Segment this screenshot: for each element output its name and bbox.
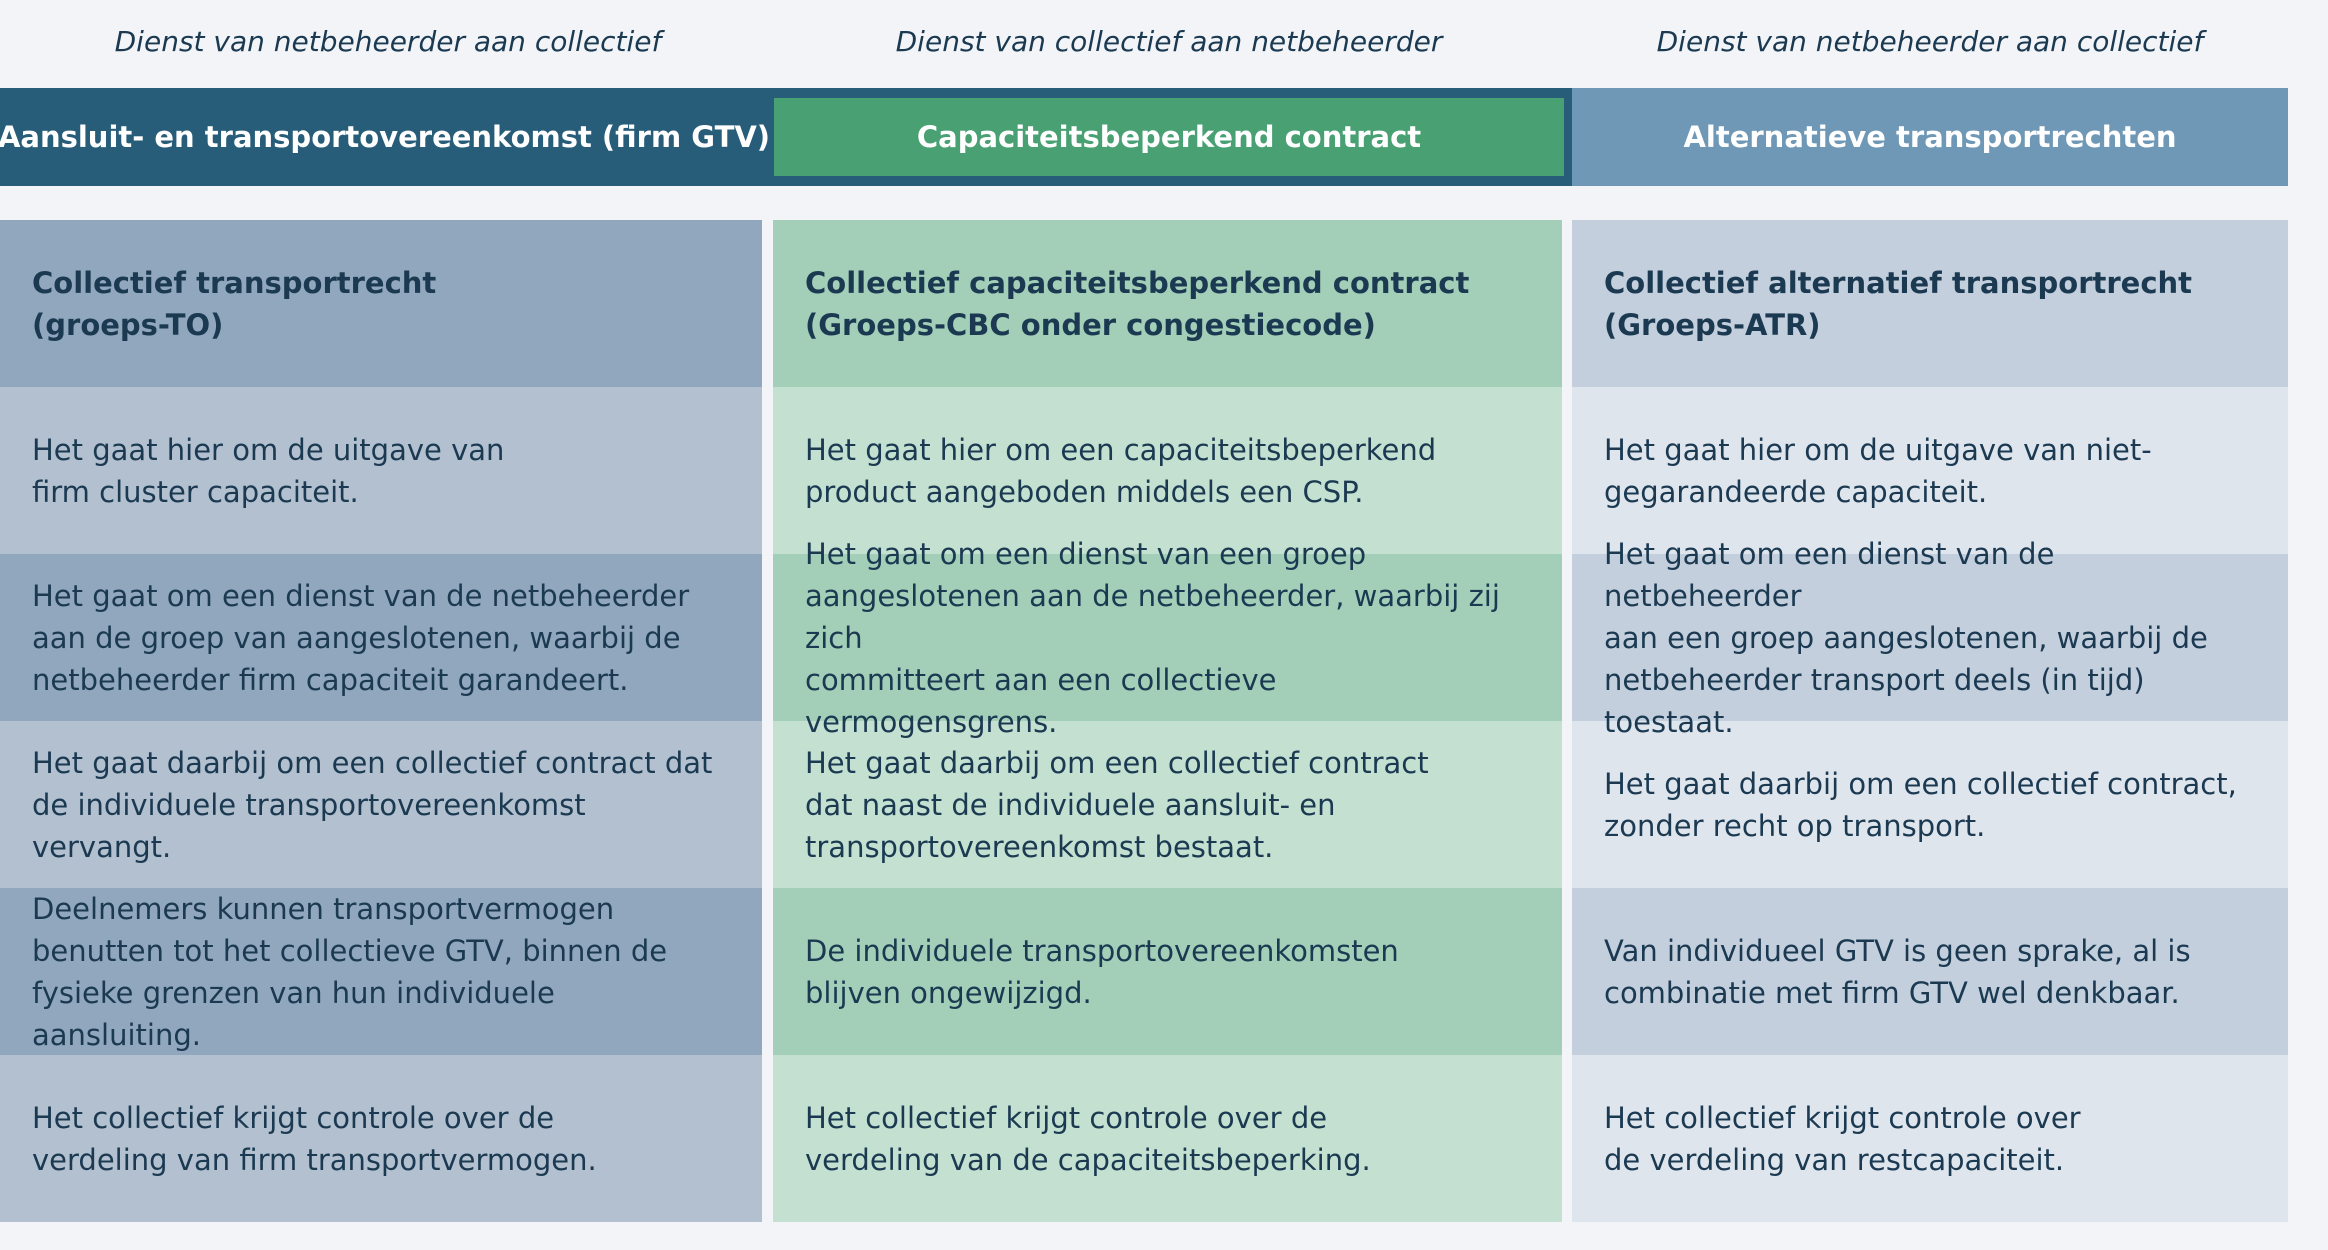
- header-alternative-transport-rights: Alternatieve transportrechten: [1572, 88, 2288, 186]
- column-collective-cbc: Collectief capaciteitsbeperkend contract…: [773, 220, 1562, 1222]
- cell-row: Het gaat daarbij om een collectief contr…: [773, 721, 1562, 888]
- column-collective-atr: Collectief alternatief transportrecht (G…: [1572, 220, 2288, 1222]
- cell-row: Het gaat hier om de uitgave van niet- ge…: [1572, 387, 2288, 554]
- cell-title: Collectief transportrecht (groeps-TO): [0, 220, 762, 387]
- cell-row: Het gaat om een dienst van de netbeheerd…: [0, 554, 762, 721]
- cell-row: Het collectief krijgt controle over de v…: [773, 1055, 1562, 1222]
- cell-row: Het collectief krijgt controle over de v…: [1572, 1055, 2288, 1222]
- cell-row: Het gaat daarbij om een collectief contr…: [1572, 721, 2288, 888]
- service-direction-label-3: Dienst van netbeheerder aan collectief: [1656, 24, 2204, 58]
- service-direction-label-2: Dienst van collectief aan netbeheerder: [895, 24, 1443, 58]
- cell-title: Collectief capaciteitsbeperkend contract…: [773, 220, 1562, 387]
- cell-row: Het gaat daarbij om een collectief contr…: [0, 721, 762, 888]
- header-capacity-limiting-contract: Capaciteitsbeperkend contract: [774, 98, 1564, 176]
- cell-row: Van individueel GTV is geen sprake, al i…: [1572, 888, 2288, 1055]
- cell-row: Het gaat hier om een capaciteitsbeperken…: [773, 387, 1562, 554]
- column-collective-transport-right: Collectief transportrecht (groeps-TO) He…: [0, 220, 762, 1222]
- cell-title: Collectief alternatief transportrecht (G…: [1572, 220, 2288, 387]
- cell-row: Deelnemers kunnen transportvermogen benu…: [0, 888, 762, 1055]
- cell-row: Het gaat hier om de uitgave van firm clu…: [0, 387, 762, 554]
- cell-row: Het gaat om een dienst van een groep aan…: [773, 537, 1562, 739]
- service-direction-label-1: Dienst van netbeheerder aan collectief: [114, 24, 662, 58]
- cell-row: De individuele transportovereenkomsten b…: [773, 888, 1562, 1055]
- cell-row: Het gaat om een dienst van de netbeheerd…: [1572, 537, 2288, 739]
- header-firm-gtv: Aansluit- en transportovereenkomst (firm…: [0, 88, 770, 186]
- cell-row: Het collectief krijgt controle over de v…: [0, 1055, 762, 1222]
